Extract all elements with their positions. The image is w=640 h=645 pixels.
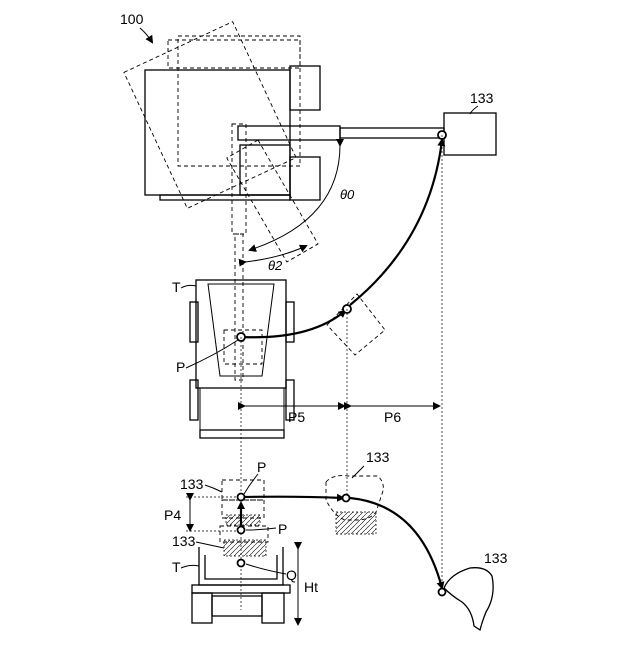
point-bucket-low [439, 589, 446, 596]
theta0-label: θ0 [340, 187, 355, 202]
point-label-p-top-leader [186, 340, 238, 368]
point-label-q: Q [286, 567, 297, 583]
trajectory-side-down [350, 498, 442, 588]
point-q [238, 560, 245, 567]
trajectory-swung-to-bucket [350, 140, 442, 305]
trajectory-side-horizontal [242, 497, 343, 498]
p6-label: P6 [384, 409, 401, 425]
p5-label: P5 [288, 409, 305, 425]
point-side-mid [343, 495, 350, 502]
bucket-label-low-right: 133 [484, 550, 508, 566]
bucket-label-left-lower: 133 [172, 533, 196, 549]
figure-ref-arrow [140, 28, 152, 42]
point-label-p-low: P [278, 521, 287, 537]
bucket-label-left-upper: 133 [180, 476, 204, 492]
truck-label-top-leader [181, 285, 196, 288]
truck-label-bottom: T [172, 559, 181, 575]
bucket-side-mid [326, 476, 383, 534]
theta2-label: θ2 [268, 258, 283, 273]
truck-label-top: T [172, 279, 181, 295]
bucket-label-top: 133 [470, 90, 494, 106]
theta0-arc [250, 145, 340, 250]
bucket-side-dumped [444, 568, 493, 630]
boom-swung [227, 124, 385, 380]
figure-ref-label: 100 [120, 11, 144, 27]
side-view-load [220, 480, 268, 556]
point-label-p-mid: P [257, 459, 266, 475]
point-p-side [238, 494, 245, 501]
ht-label: Ht [304, 579, 318, 595]
boom-extended [238, 113, 496, 155]
point-p-side-low [238, 527, 245, 534]
bucket-label-mid: 133 [366, 449, 390, 465]
p4-label: P4 [164, 507, 181, 523]
point-label-p-top: P [176, 359, 185, 375]
excavator-upper-body [124, 22, 320, 209]
